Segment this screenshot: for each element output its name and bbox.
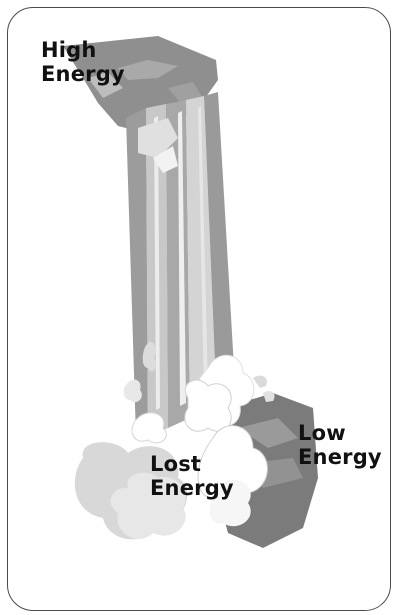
low-energy-label-line2: Energy xyxy=(298,445,382,469)
lost-energy-label: Lost Energy xyxy=(150,452,234,500)
diagram-card: High Energy Low Energy Lost Energy xyxy=(7,7,391,611)
low-energy-label: Low Energy xyxy=(298,421,382,469)
lost-energy-label-line2: Energy xyxy=(150,476,234,500)
high-energy-label-line1: High xyxy=(41,38,97,62)
lost-energy-label-line1: Lost xyxy=(150,452,202,476)
low-energy-label-line1: Low xyxy=(298,421,346,445)
waterfall-illustration xyxy=(63,36,318,548)
high-energy-label-line2: Energy xyxy=(41,62,125,86)
splash-spray xyxy=(74,341,275,540)
falling-water xyxy=(126,92,234,438)
high-energy-label: High Energy xyxy=(41,38,125,86)
